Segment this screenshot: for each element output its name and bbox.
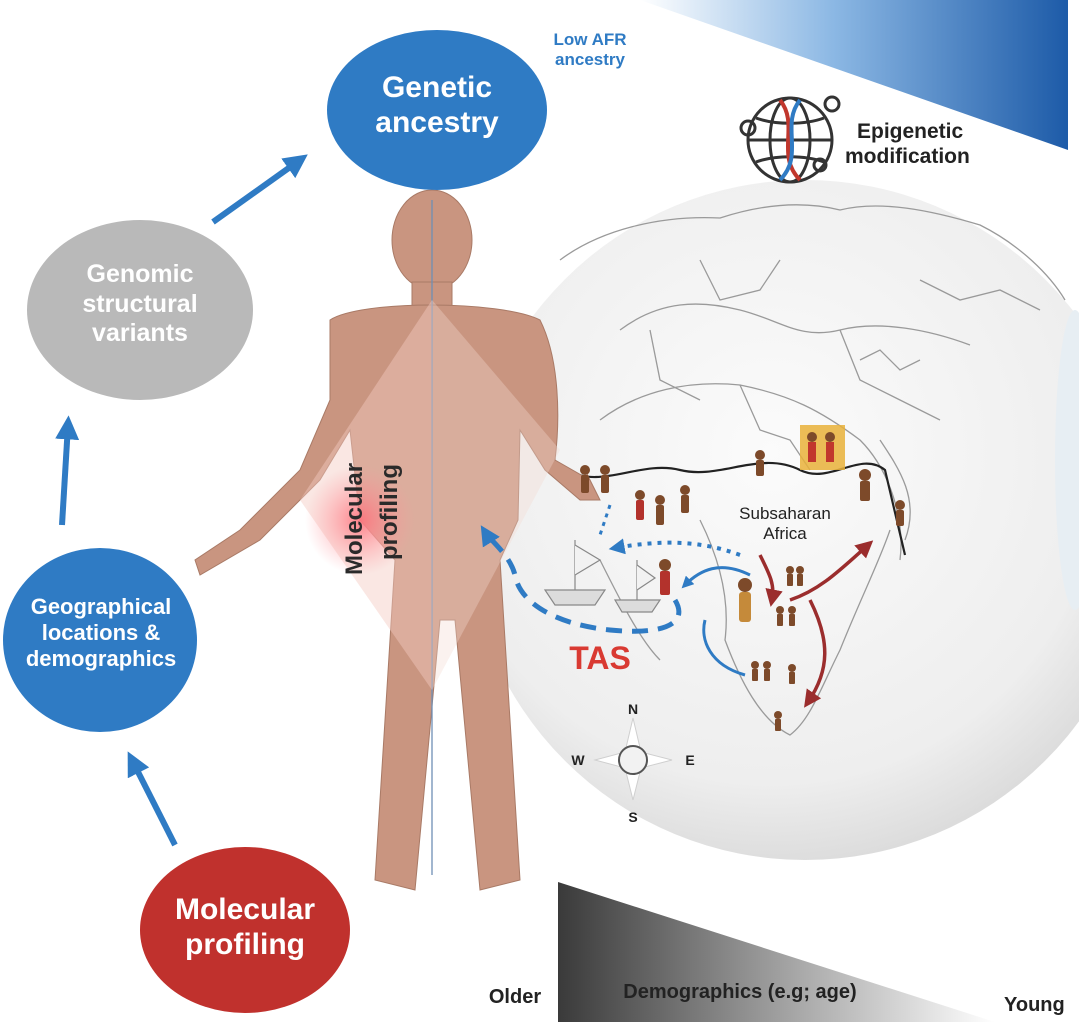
tas-dashed-loop [480, 525, 682, 634]
world-map-outlines [559, 204, 1066, 736]
demographics-gradient-wedge [558, 882, 995, 1022]
molecular-profiling-line1: Molecular [174, 893, 316, 926]
low-afr-ancestry-label: Low AFR ancestry [540, 30, 640, 70]
arrow-molecular-to-geographical [127, 751, 178, 847]
genomic-sv-line3: variants [92, 319, 188, 347]
low-afr-line2: ancestry [555, 50, 625, 70]
compass-north: N [628, 701, 638, 717]
low-afr-line1: Low AFR [553, 30, 627, 49]
genetic-ancestry-label: Genetic ancestry [347, 70, 527, 141]
bantu-migration-arrows [758, 540, 874, 708]
demographics-center-label: Demographics (e.g; age) [623, 981, 857, 1003]
body-molecular-label-line2: profiling [376, 464, 403, 560]
molecular-profiling-label: Molecular profiling [155, 892, 335, 963]
cycle-arrows [55, 154, 308, 847]
side-globe-edge [1055, 310, 1079, 610]
epigenetic-line2: modification [845, 144, 970, 168]
ship-illustrations [543, 540, 662, 613]
young-label: Young [1004, 994, 1065, 1016]
compass-rose [593, 717, 673, 801]
epigenetic-globe-icon [739, 95, 841, 184]
subsaharan-boundary-line [567, 461, 907, 556]
body-molecular-label-line1: Molecular [341, 463, 368, 575]
profiling-triangle-right [432, 300, 560, 690]
genomic-sv-node [27, 220, 253, 400]
molecular-profiling-line2: profiling [185, 928, 305, 962]
genetic-ancestry-line2: ancestry [375, 106, 499, 140]
blue-flow-to-west [681, 566, 751, 589]
genetic-ancestry-node [327, 30, 547, 190]
arrow-genomic-to-genetic [211, 154, 308, 225]
subsaharan-line2: Africa [763, 524, 807, 544]
genomic-sv-line2: structural [82, 289, 198, 318]
low-afr-ancestry-gradient [640, 0, 1068, 150]
epigenetic-label: Epigenetic modification [845, 120, 1005, 170]
compass-south: S [628, 809, 637, 825]
globe [465, 180, 1079, 860]
genetic-ancestry-line1: Genetic [381, 71, 493, 104]
population-figures [580, 450, 905, 731]
molecular-glow [305, 465, 415, 575]
dotted-flow-1 [608, 538, 741, 557]
arrow-geographical-to-genomic [55, 415, 80, 526]
molecular-profiling-node [140, 847, 350, 1013]
tas-label: TAS [569, 640, 631, 676]
geographical-line2: locations & [41, 619, 161, 645]
geographical-label: Geographical locations & demographics [6, 594, 196, 672]
geographical-node [3, 548, 197, 732]
subsaharan-line1: Subsaharan [739, 504, 831, 523]
compass-west: W [571, 752, 585, 768]
compass-east: E [685, 752, 694, 768]
geographical-line1: Geographical [30, 594, 172, 619]
geographical-line3: demographics [25, 645, 177, 671]
older-label: Older [488, 986, 542, 1008]
subsaharan-africa-label: Subsaharan Africa [710, 504, 860, 544]
genomic-sv-label: Genomic structural variants [50, 260, 230, 349]
epigenetic-line1: Epigenetic [857, 120, 964, 143]
genomic-sv-line1: Genomic [86, 260, 194, 288]
blue-flow-south [702, 619, 746, 677]
village-illustration [800, 425, 845, 470]
